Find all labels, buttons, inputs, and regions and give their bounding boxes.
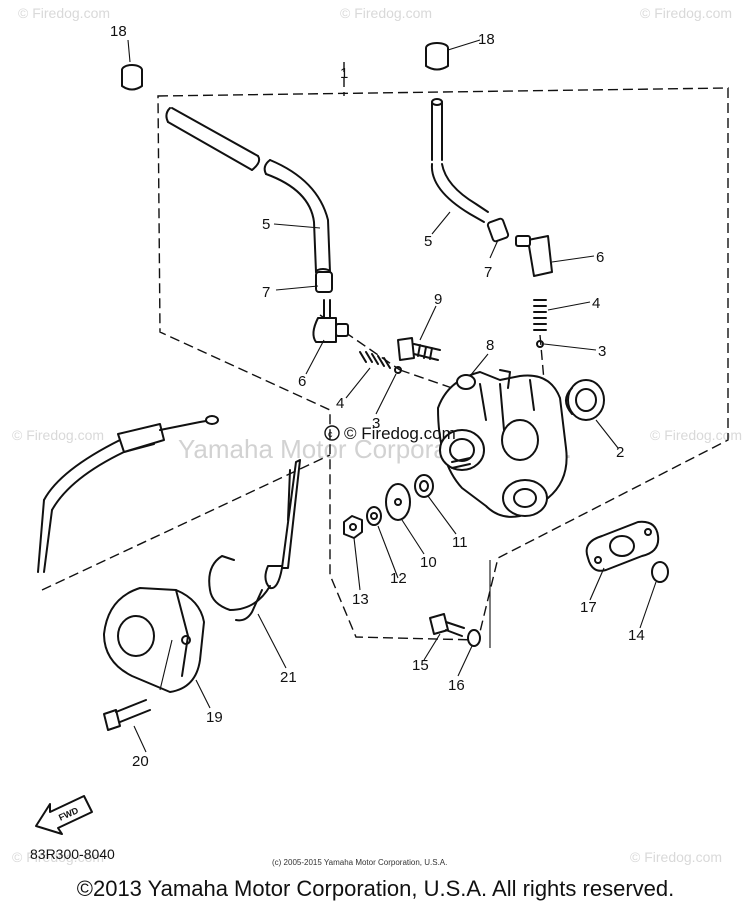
label-5-left: 5	[262, 216, 270, 233]
label-4-left: 4	[336, 395, 344, 412]
label-7-right: 7	[484, 264, 492, 281]
drawing-number: 83R300-8040	[30, 846, 115, 862]
label-18-left: 18	[110, 23, 127, 40]
label-14: 14	[628, 627, 645, 644]
label-17: 17	[580, 599, 597, 616]
label-11: 11	[452, 534, 468, 551]
lock-washer-12	[366, 506, 382, 526]
label-20: 20	[132, 753, 149, 770]
clamp-7-left	[315, 271, 333, 293]
label-6-right: 6	[596, 249, 604, 266]
label-13: 13	[352, 591, 369, 608]
gasket-17	[585, 520, 660, 572]
label-12: 12	[390, 570, 407, 587]
clamp-7-right	[486, 217, 510, 243]
label-19: 19	[206, 709, 223, 726]
label-8: 8	[486, 337, 494, 354]
cover-19	[103, 587, 205, 693]
oil-pump-body	[437, 369, 568, 518]
oil-seal-2	[565, 379, 605, 421]
label-4-right: 4	[592, 295, 600, 312]
watermark-bottom-right: © Firedog.com	[630, 849, 722, 865]
small-copyright: (c) 2005-2015 Yamaha Motor Corporation, …	[272, 858, 448, 867]
watermark-center-text: © Firedog.com	[344, 424, 456, 443]
label-21: 21	[280, 669, 297, 686]
throttle-cable	[37, 415, 219, 573]
washer-11	[414, 474, 434, 498]
label-7-left: 7	[262, 284, 270, 301]
pulley-10	[385, 483, 411, 521]
label-5-right: 5	[424, 233, 432, 250]
label-3-right: 3	[598, 343, 606, 360]
cap-18-left	[121, 64, 143, 91]
label-16: 16	[448, 677, 465, 694]
label-1: 1	[340, 65, 348, 82]
leader-lines	[127, 39, 657, 753]
watermark-top-center: © Firedog.com	[340, 5, 432, 21]
watermark-top-right: © Firedog.com	[640, 5, 732, 21]
watermark-right: © Firedog.com	[650, 427, 742, 443]
label-2: 2	[616, 444, 624, 461]
label-9: 9	[434, 291, 442, 308]
label-10: 10	[420, 554, 437, 571]
hose-5-left	[165, 107, 331, 276]
bolt-15	[429, 613, 465, 637]
watermark-bottom-left: © Firedog.com	[12, 849, 104, 865]
label-6-left: 6	[298, 373, 306, 390]
forward-arrow-icon: FWD	[35, 795, 93, 835]
watermark-center: c © Firedog.com	[324, 424, 456, 443]
svg-text:c: c	[328, 429, 333, 439]
part-number-labels: 1 2 3 3 4 4 5 5 6 6 7 7 8 9 10 11 12 13 …	[110, 23, 645, 770]
spring-4-right	[533, 299, 547, 348]
elbow-6-left	[312, 299, 349, 343]
bolt-20	[103, 699, 151, 731]
nut-13	[343, 515, 363, 539]
o-ring-14	[651, 561, 669, 583]
watermark-top-left: © Firedog.com	[18, 5, 110, 21]
cable-21	[208, 459, 301, 622]
hose-5-right	[430, 98, 489, 223]
bolt-9	[397, 337, 441, 361]
label-3-left: 3	[372, 415, 380, 432]
label-18-right: 18	[478, 31, 495, 48]
washer-16	[467, 629, 481, 647]
label-15: 15	[412, 657, 429, 674]
elbow-6-right	[515, 235, 553, 277]
watermark-left: © Firedog.com	[12, 427, 104, 443]
copyright-notice: ©2013 Yamaha Motor Corporation, U.S.A. A…	[76, 876, 675, 901]
spring-4-left	[359, 351, 402, 374]
cap-18-right	[425, 42, 449, 71]
